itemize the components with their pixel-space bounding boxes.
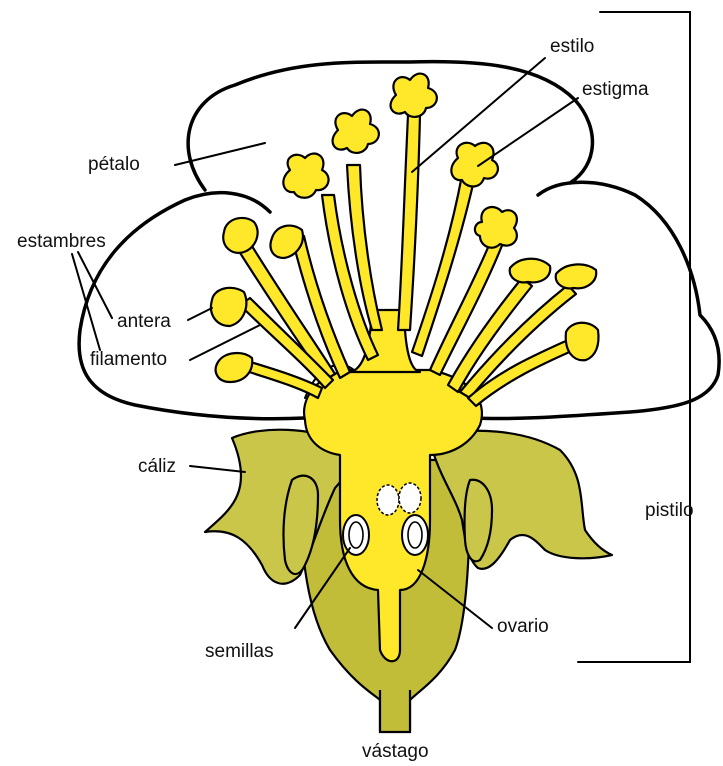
label-filamento: filamento xyxy=(90,349,167,370)
seed-right xyxy=(402,515,428,555)
anther-l3 xyxy=(211,288,246,326)
leader-caliz xyxy=(190,466,245,472)
label-caliz: cáliz xyxy=(138,456,176,477)
stigma-leftmost xyxy=(283,154,328,198)
filament-r1 xyxy=(412,175,474,356)
label-pistilo: pistilo xyxy=(645,500,694,521)
seed-left xyxy=(343,515,369,555)
stigma-right xyxy=(451,143,498,187)
anther-r4 xyxy=(566,323,599,361)
anther-r2 xyxy=(510,259,550,283)
anther-r3 xyxy=(556,264,596,288)
anther-l4 xyxy=(216,353,253,382)
label-ovario: ovario xyxy=(497,616,549,637)
leader-estigma xyxy=(478,98,578,166)
leader-antera xyxy=(188,308,212,320)
anther-r1 xyxy=(475,207,517,248)
label-antera: antera xyxy=(117,311,171,332)
seed-top-right xyxy=(399,483,421,513)
label-vastago: vástago xyxy=(362,741,429,762)
stigma-center xyxy=(391,74,437,117)
seed-top-left xyxy=(377,485,399,515)
label-estigma: estigma xyxy=(582,79,649,100)
label-estilo: estilo xyxy=(550,36,594,57)
label-semillas: semillas xyxy=(205,641,274,662)
stigma-left xyxy=(333,110,379,153)
label-petalo: pétalo xyxy=(88,154,140,175)
label-estambres: estambres xyxy=(17,231,106,252)
style-filament-2 xyxy=(398,115,420,330)
stem xyxy=(380,690,410,732)
petal-left-outline xyxy=(79,193,305,419)
anther-l1 xyxy=(223,218,257,253)
petal-back-outline xyxy=(188,62,592,190)
